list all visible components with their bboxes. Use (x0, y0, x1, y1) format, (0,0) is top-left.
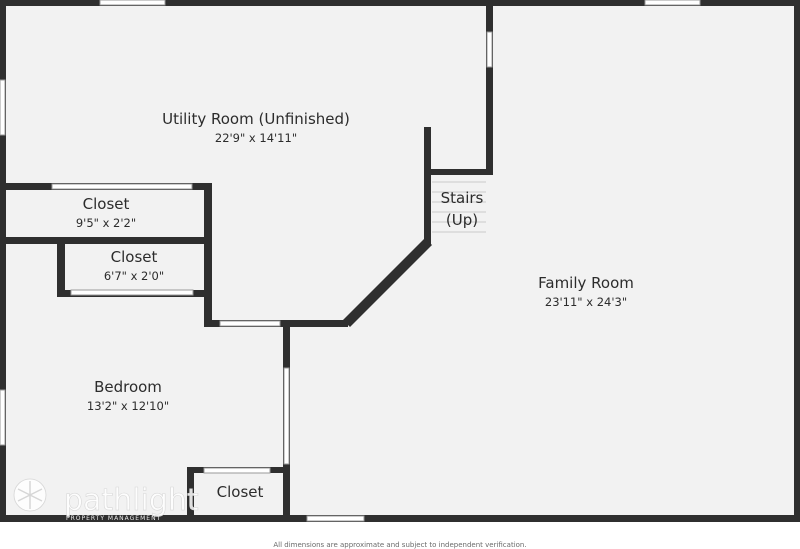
outer-wall-right (794, 0, 800, 522)
pathlight-logo-icon (13, 478, 47, 512)
wall-closet-top-lower (0, 237, 212, 244)
utility-room-dims: 22'9" x 14'11" (215, 131, 297, 145)
window-left-upper (0, 79, 6, 136)
wall-utility-family (486, 6, 493, 172)
wall-stairs-top (424, 169, 493, 175)
stairs-treads (432, 181, 486, 233)
opening-bedroom-family (283, 367, 290, 465)
closet-mid-name: Closet (111, 248, 158, 266)
floor-area (0, 0, 800, 520)
window-left-lower (0, 389, 6, 446)
wall-closet-bottom-left (187, 467, 194, 517)
outer-wall-left (0, 0, 6, 522)
wall-diagonal (343, 238, 432, 327)
opening-closet-bottom (203, 467, 271, 474)
bedroom-name: Bedroom (94, 378, 162, 396)
window-top-left (99, 0, 166, 6)
outer-wall-top (0, 0, 800, 6)
opening-utility-family (486, 31, 493, 68)
wall-closet-right (204, 183, 212, 327)
wall-mid-horizontal (283, 320, 348, 327)
windows (0, 0, 701, 522)
opening-closet-top (51, 183, 193, 190)
closet-top-name: Closet (83, 195, 130, 213)
family-room-name: Family Room (538, 274, 634, 292)
bedroom-dims: 13'2" x 12'10" (87, 399, 169, 413)
stairs-label-line2: (Up) (446, 211, 478, 229)
closet-mid-dims: 6'7" x 2'0" (104, 269, 164, 283)
wall-closet-mid-left (57, 237, 65, 297)
opening-bedroom-utility (219, 320, 281, 327)
wall-stairs-left (424, 127, 431, 245)
outer-wall-bottom (0, 515, 800, 522)
footer-disclaimer: All dimensions are approximate and subje… (273, 541, 526, 549)
opening-closet-mid (70, 289, 194, 296)
watermark-brand: pathlight (64, 483, 199, 518)
stairs-label-line1: Stairs (441, 189, 484, 207)
utility-room-name: Utility Room (Unfinished) (162, 110, 350, 128)
family-room-dims: 23'11" x 24'3" (545, 295, 627, 309)
pathlight-watermark: pathlight PROPERTY MANAGEMENT (13, 478, 199, 522)
closet-top-dims: 9'5" x 2'2" (76, 216, 136, 230)
closet-bottom-name: Closet (217, 483, 264, 501)
window-top-right (644, 0, 701, 6)
watermark-tagline: PROPERTY MANAGEMENT (66, 515, 161, 522)
window-bottom (306, 515, 365, 522)
